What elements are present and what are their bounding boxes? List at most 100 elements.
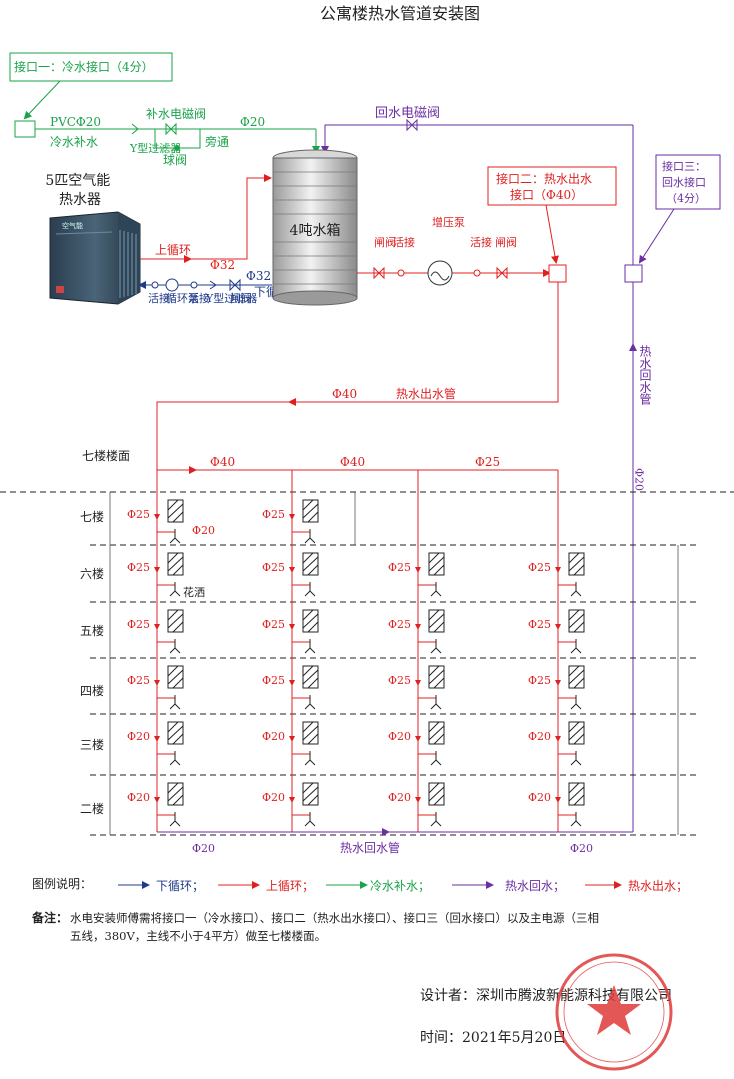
unit-hatch xyxy=(172,564,184,576)
building-outline xyxy=(109,492,679,835)
branch-arrowhead xyxy=(289,624,295,630)
hot-out-size: Φ40 xyxy=(332,387,357,401)
unit-hatch xyxy=(428,665,440,677)
dist-size-3: Φ25 xyxy=(475,455,500,469)
makeup-valve-label: 补水电磁阀 xyxy=(146,106,206,121)
unit-hatch xyxy=(428,721,440,733)
branch-arrowhead xyxy=(289,567,295,573)
branch-arrowhead xyxy=(289,514,295,520)
shower-spray xyxy=(169,647,176,654)
shower-spray xyxy=(430,820,437,827)
interface-two-pointer xyxy=(545,204,559,264)
unit-hatch xyxy=(172,677,184,689)
shower-spray xyxy=(309,820,316,827)
unit-hatch xyxy=(302,669,319,685)
shower-spray xyxy=(575,820,582,827)
unit-hatch xyxy=(302,552,314,564)
shower-spray xyxy=(304,647,311,654)
unit-hatch xyxy=(568,786,585,802)
branch-arrowhead xyxy=(154,624,160,630)
shower-spray xyxy=(575,590,582,597)
riser-pipe-size: Φ25 xyxy=(127,674,150,687)
ball-valve-label: 球阀 xyxy=(163,153,187,167)
return-valve-symbol xyxy=(406,118,418,132)
branch-arrowhead xyxy=(154,680,160,686)
unit-hatch xyxy=(302,556,319,572)
boost-pump-glyph xyxy=(430,271,450,281)
unit-hatch xyxy=(302,786,319,802)
unit-hatch xyxy=(428,552,440,564)
shower-spray xyxy=(435,590,442,597)
interface-one-label: 接口一：冷水接口（4分） xyxy=(14,59,154,74)
branch-arrowhead xyxy=(555,567,561,573)
shower-spray xyxy=(174,820,181,827)
unit-hatch xyxy=(428,669,445,685)
shower-spray xyxy=(570,590,577,597)
heater-label: 5匹空气能 热水器 xyxy=(45,173,114,208)
hot-out-label: 热水出水管 xyxy=(396,386,456,401)
unit-hatch xyxy=(428,613,445,629)
branch-arrowhead xyxy=(154,514,160,520)
shower-spray xyxy=(174,759,181,766)
unit-hatch xyxy=(307,621,319,633)
shower-spray xyxy=(304,703,311,710)
unit-hatch xyxy=(167,499,179,511)
return-riser-label: 热水回水管 xyxy=(638,345,652,406)
shower-spray xyxy=(174,590,181,597)
branch-arrowhead xyxy=(289,680,295,686)
unit-hatch xyxy=(302,721,314,733)
branch-arrowhead xyxy=(415,567,421,573)
riser-pipe-size: Φ25 xyxy=(262,508,285,521)
ball-valve-symbol xyxy=(174,145,180,151)
unit-hatch xyxy=(428,782,440,794)
cold-inlet-box xyxy=(14,120,36,138)
unit-hatch xyxy=(302,499,314,511)
legend-title: 图例说明： xyxy=(32,876,92,891)
shower-spray xyxy=(575,703,582,710)
y-filter-2-symbol xyxy=(209,280,217,290)
unit-hatch xyxy=(568,782,580,794)
shower-spray xyxy=(304,590,311,597)
unit-hatch xyxy=(433,733,445,745)
branch-arrowhead xyxy=(555,736,561,742)
return-interface-box xyxy=(624,264,643,283)
shower-spray xyxy=(570,759,577,766)
shower-spray xyxy=(309,703,316,710)
floor-label: 四楼 xyxy=(80,683,104,698)
union-2 xyxy=(190,281,198,289)
unit-hatch xyxy=(167,669,184,685)
upper-loop-size: Φ32 xyxy=(210,258,235,272)
legend-item-up: 上循环； xyxy=(266,879,314,893)
riser-pipe-size: Φ25 xyxy=(528,561,551,574)
riser-pipe-size: Φ25 xyxy=(127,508,150,521)
unit-hatch xyxy=(433,677,445,689)
riser-pipe-size: Φ25 xyxy=(388,674,411,687)
unit-hatch xyxy=(428,556,445,572)
outlet-gate-valve-1 xyxy=(373,266,385,280)
seventh-floor-surface-label: 七楼楼面 xyxy=(82,448,130,463)
unit-hatch xyxy=(433,564,445,576)
shower-spray xyxy=(169,703,176,710)
dist-size-2: Φ40 xyxy=(340,455,365,469)
branch-arrowhead xyxy=(415,736,421,742)
boost-pump xyxy=(427,260,453,286)
shower-spray xyxy=(435,647,442,654)
shower-spray xyxy=(309,759,316,766)
unit-hatch xyxy=(433,621,445,633)
branch-arrowhead xyxy=(415,624,421,630)
shower-spray xyxy=(575,759,582,766)
riser-pipe-size: Φ20 xyxy=(262,791,285,804)
riser-pipe-size: Φ25 xyxy=(528,674,551,687)
unit-hatch xyxy=(167,503,184,519)
riser-pipe-size: Φ20 xyxy=(528,791,551,804)
shower-spray xyxy=(304,820,311,827)
dist-size-1: Φ40 xyxy=(210,455,235,469)
page-title: 公寓楼热水管道安装图 xyxy=(320,4,480,23)
riser-pipe-size: Φ25 xyxy=(262,674,285,687)
riser-pipe-size: Φ25 xyxy=(388,618,411,631)
floor-label: 六楼 xyxy=(80,566,104,581)
heat-pump-unit: 空气能 xyxy=(49,211,141,305)
interface-three-label: 接口三： 回水接口 （4分） xyxy=(662,160,710,205)
floor-label: 三楼 xyxy=(80,737,104,752)
